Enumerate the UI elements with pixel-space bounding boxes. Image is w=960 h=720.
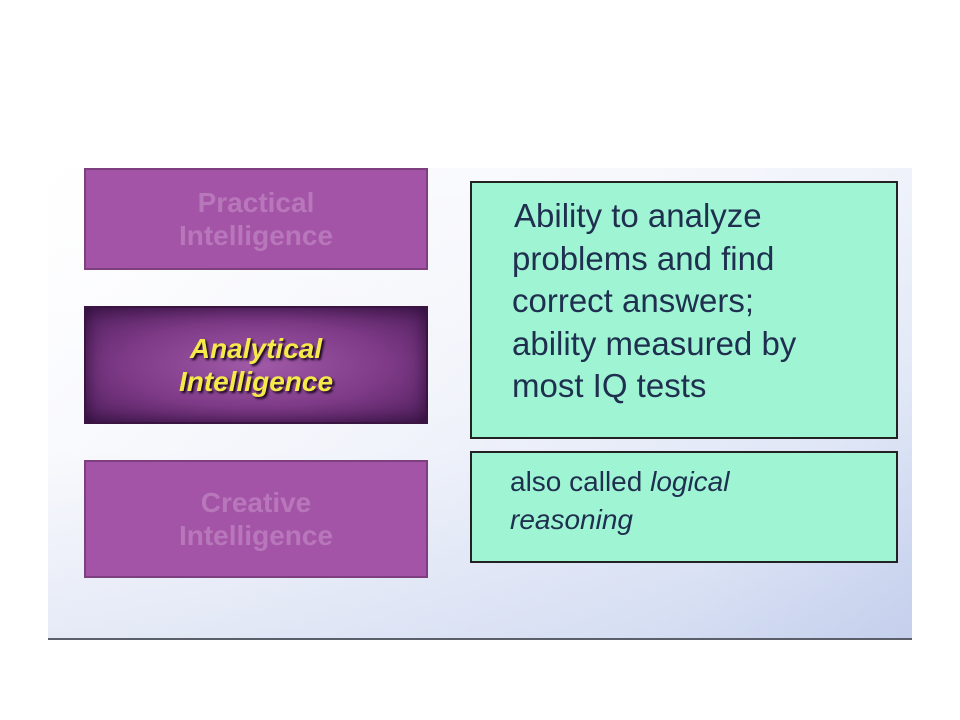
content-panel: Practical Intelligence Analytical Intell… <box>48 168 912 640</box>
alternate-name-line-2: reasoning <box>510 501 882 539</box>
creative-title-line-2: Intelligence <box>178 520 334 551</box>
creative-intelligence-box: Creative Intelligence <box>84 460 428 578</box>
analytical-title-line-1: Analytical <box>189 332 323 364</box>
definition-line-1: Ability to analyze <box>514 197 762 234</box>
alternate-name-box: also called logical reasoning <box>470 451 898 563</box>
definition-box: Ability to analyze problems and find cor… <box>470 181 898 439</box>
definition-line-2: problems and find <box>512 239 775 277</box>
practical-intelligence-box: Practical Intelligence <box>84 168 428 270</box>
alternate-name-emphasis-2: reasoning <box>510 503 633 535</box>
practical-title-line-1: Practical <box>197 186 315 218</box>
definition-line-3: correct answers; <box>512 282 755 320</box>
definition-line-5: most IQ tests <box>512 367 707 405</box>
alternate-name-emphasis-1: logical <box>650 466 730 497</box>
analytical-intelligence-box: Analytical Intelligence <box>84 306 428 424</box>
alternate-name-line-1: also called logical <box>510 463 882 501</box>
analytical-title-line-2: Intelligence <box>178 366 334 397</box>
creative-title-line-1: Creative <box>200 486 312 518</box>
definition-line-4: ability measured by <box>512 324 797 362</box>
alternate-name-prefix: also called <box>510 466 651 497</box>
practical-title-line-2: Intelligence <box>178 220 334 251</box>
